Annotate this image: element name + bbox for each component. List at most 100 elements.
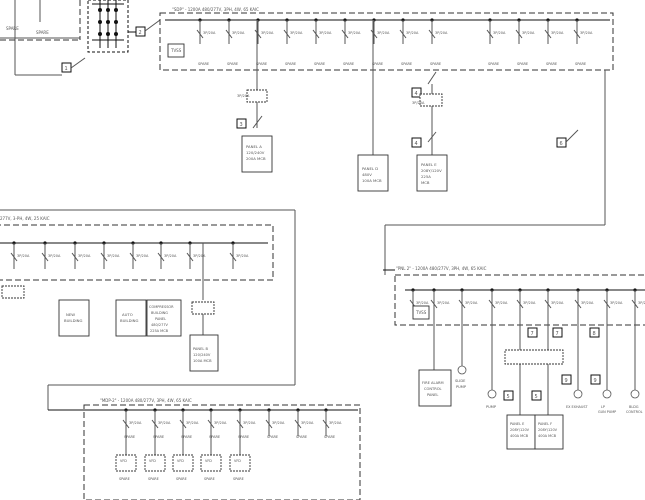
new-bldg-l2: BUILDING xyxy=(64,318,83,323)
slide-l1: SLIDE xyxy=(455,379,466,383)
tag-5b[interactable] xyxy=(531,390,542,401)
sdp-breaker-label-5: 3P/20A xyxy=(319,31,332,35)
tag-5[interactable] xyxy=(503,390,514,401)
panel-d-l1: PANEL D xyxy=(362,166,378,171)
left-breaker-7[interactable]: 3P/20A xyxy=(186,241,206,269)
tag-6[interactable] xyxy=(556,137,567,148)
left-breaker-5[interactable]: 3P/20A xyxy=(129,241,149,269)
sdp-breaker-label-9: 3P/20A xyxy=(435,31,448,35)
tag-4[interactable] xyxy=(411,87,422,98)
sdp-spare-label-3: SPARE xyxy=(256,62,267,66)
right-breaker-label-6: 3P/20A xyxy=(551,301,564,305)
panel-left-header: 277V, 3-PH, 4W, 25 KAIC xyxy=(0,216,50,221)
sdp-breaker-label-12: 3P/20A xyxy=(551,31,564,35)
new-bldg-box[interactable] xyxy=(58,299,90,337)
mdp-breaker-label-4: 3P/20A xyxy=(214,421,227,425)
tag-8[interactable] xyxy=(589,327,600,338)
panel-b-box[interactable] xyxy=(189,334,219,372)
comp-l1: COMPRESSOR xyxy=(149,305,174,309)
left-breaker-1[interactable]: 3P/20A xyxy=(10,241,30,269)
panel-b-l3: 100A MCB xyxy=(193,359,212,363)
panel-e-l3: 225A xyxy=(421,174,431,179)
tag-4b[interactable] xyxy=(411,137,422,148)
lp-l2: GUN PUMP xyxy=(598,410,616,414)
xfmr-e2-box[interactable] xyxy=(506,414,536,450)
left-breaker-8[interactable]: 3P/20A xyxy=(229,241,249,269)
left-breaker-6[interactable]: 3P/20A xyxy=(157,241,177,269)
fa-l2: CONTROL xyxy=(424,387,442,391)
compressor-box[interactable] xyxy=(146,299,182,337)
tvss-box[interactable] xyxy=(167,43,185,58)
left-breaker-3[interactable]: 3P/20A xyxy=(71,241,91,269)
tag-7[interactable] xyxy=(527,327,538,338)
panel-a-box[interactable] xyxy=(241,135,273,173)
right-breaker-9[interactable]: 3P/20A xyxy=(631,288,645,310)
xe-l3: 400A MCB xyxy=(510,434,529,438)
xfmr-f-box[interactable] xyxy=(534,414,564,450)
tvss2-box[interactable] xyxy=(412,305,430,320)
panel-e-box[interactable] xyxy=(416,154,448,192)
mdp-breaker-4[interactable]: 3P/20A SPARE xyxy=(207,408,227,439)
mdp-spare-label-1: SPARE xyxy=(124,435,135,439)
svg-text:SPARE: SPARE xyxy=(204,477,215,481)
tag-2[interactable] xyxy=(135,26,146,37)
lp-l1: LP xyxy=(601,405,605,409)
panel-sdp: "SDP" - 1200A 480/277V, 3PH, 4W, 65 KAIC… xyxy=(159,7,614,71)
mdp-breaker-label-2: 3P/20A xyxy=(158,421,171,425)
tag-7b[interactable] xyxy=(552,327,563,338)
tag-4b-label: 4 xyxy=(415,141,418,147)
tag-5-label: 5 xyxy=(507,394,510,400)
bldg-l2: CONTROL xyxy=(626,410,643,414)
left-breaker-label-8: 3P/20A xyxy=(236,254,249,258)
left-breaker-2[interactable]: 3P/20A xyxy=(41,241,61,269)
auto-bldg-box[interactable] xyxy=(115,299,147,337)
left-breaker-4[interactable]: 3P/20A xyxy=(100,241,120,269)
tag-9[interactable] xyxy=(561,374,572,385)
right-breaker-label-3: 3P/20A xyxy=(465,301,478,305)
tag-3[interactable] xyxy=(236,118,247,129)
sdp-breaker-label-2: 3P/20A xyxy=(232,31,245,35)
sdp-spare-label-10: SPARE xyxy=(488,62,499,66)
fire-alarm-box[interactable] xyxy=(418,369,452,407)
tag-7b-label: 7 xyxy=(556,331,559,337)
panel-d-box[interactable] xyxy=(357,154,389,192)
svg-text:VFD: VFD xyxy=(120,459,127,463)
feeder-right: 6 xyxy=(384,70,606,275)
mdp-spare-label-7: SPARE xyxy=(296,435,307,439)
mdp-spare-label-4: SPARE xyxy=(209,435,220,439)
tag-9b[interactable] xyxy=(590,374,601,385)
vfd-box-1[interactable]: VFD SPARE xyxy=(115,436,137,481)
right-breaker-label-1: 3P/20A xyxy=(416,301,429,305)
right-breaker-label-4: 3P/20A xyxy=(495,301,508,305)
panel-sdp-header: "SDP" - 1200A 480/277V, 3PH, 4W, 65 KAIC xyxy=(172,7,259,12)
label-spare-tl2: SPARE xyxy=(36,30,49,35)
comp-l5: 225A MCB xyxy=(150,329,169,333)
right-breaker-label-8: 3P/20A xyxy=(610,301,623,305)
auto-bldg-l1: AUTO xyxy=(122,312,133,317)
tag-6-label: 6 xyxy=(560,141,563,147)
